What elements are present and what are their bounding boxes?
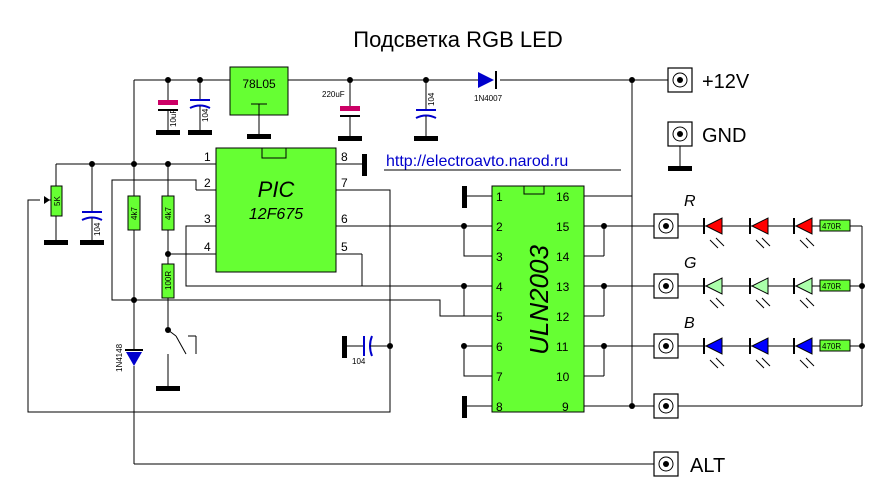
pic-pin-1: 1 <box>204 150 211 164</box>
uln-pin-5: 5 <box>496 310 503 324</box>
pic-pin-5: 5 <box>341 240 348 254</box>
uln-pin-13: 13 <box>556 280 570 294</box>
uln-pin-11: 11 <box>556 340 569 354</box>
pic-pin-6: 6 <box>341 212 348 226</box>
pic-12f675: PIC 12F675 1 2 3 4 5 6 7 8 <box>196 147 367 273</box>
site-url[interactable]: http://electroavto.narod.ru <box>386 153 568 170</box>
terminal-gnd[interactable]: GND <box>667 121 746 171</box>
pic-label-1: PIC <box>258 177 295 202</box>
uln-pin-8: 8 <box>496 400 503 414</box>
led-common <box>653 226 865 419</box>
res-4k7-1-label: 4k7 <box>130 207 139 220</box>
cap-104-b: 104 <box>414 80 438 141</box>
diode-1n4148-label: 1N4148 <box>115 343 124 372</box>
regulator-label: 78L05 <box>242 77 276 91</box>
cap-104-b-label: 104 <box>427 92 436 106</box>
cap-10uf: 10uF <box>156 80 180 135</box>
cap-220uf-label: 220uF <box>322 90 345 99</box>
uln-pin-15: 15 <box>556 220 570 234</box>
uln-pin-16: 16 <box>556 190 570 204</box>
uln-pin-3: 3 <box>496 250 503 264</box>
pic-pin-4: 4 <box>204 240 211 254</box>
channel-r: R 470R <box>653 193 862 239</box>
terminal-plus12v[interactable]: +12V <box>667 67 750 93</box>
pot-label: 5K <box>53 196 62 206</box>
channel-g: G 470R <box>653 255 862 299</box>
terminal-alt-label: ALT <box>690 455 725 477</box>
res-r-label: 470R <box>822 222 841 231</box>
uln-pin-1: 1 <box>496 190 503 204</box>
pic-pin-8: 8 <box>341 150 348 164</box>
led-arrows <box>709 237 815 369</box>
regulator-78l05: 78L05 <box>229 66 289 139</box>
supply-rail <box>133 77 668 340</box>
pic-label-2: 12F675 <box>249 206 303 223</box>
terminal-plus12v-label: +12V <box>702 71 750 93</box>
page-title: Подсветка RGB LED <box>353 27 562 52</box>
uln-pin-4: 4 <box>496 280 503 294</box>
diode-1n4007: 1N4007 <box>474 71 503 103</box>
uln-pin-12: 12 <box>556 310 570 324</box>
uln-label: ULN2003 <box>524 245 554 355</box>
channel-g-label: G <box>684 255 696 272</box>
channel-b: B 470R <box>653 315 862 359</box>
pic-pin-3: 3 <box>204 212 211 226</box>
channel-r-label: R <box>684 193 696 210</box>
res-100r-label: 100R <box>164 271 173 290</box>
pic-pin-2: 2 <box>204 176 211 190</box>
pic-pin-7: 7 <box>341 176 348 190</box>
uln-pin-2: 2 <box>496 220 503 234</box>
cap-10uf-label: 10uF <box>169 109 178 127</box>
res-g-label: 470R <box>822 282 841 291</box>
uln-pin-6: 6 <box>496 340 503 354</box>
uln-pin-10: 10 <box>556 370 570 384</box>
cap-104-c-label: 104 <box>93 222 102 236</box>
res-4k7-2-label: 4k7 <box>164 207 173 220</box>
cap-104-a-label: 104 <box>201 108 210 122</box>
cap-104-a: 104 <box>188 80 212 135</box>
pic-left-wiring: 5K 104 4k7 4k7 100R <box>27 161 654 465</box>
channel-b-label: B <box>684 315 695 332</box>
terminal-gnd-label: GND <box>702 125 746 147</box>
uln-pin-14: 14 <box>556 250 570 264</box>
uln2003: ULN2003 1 2 3 4 5 6 7 8 9 10 <box>461 185 654 418</box>
cap-104-d-label: 104 <box>352 357 366 366</box>
diode-1n4007-label: 1N4007 <box>474 94 503 103</box>
terminal-alt[interactable]: ALT <box>653 451 725 477</box>
pic-right-wiring: 104 <box>342 189 470 366</box>
uln-pin-7: 7 <box>496 370 503 384</box>
uln-pin-9: 9 <box>562 400 569 414</box>
cap-220uf: 220uF <box>322 80 362 141</box>
res-b-label: 470R <box>822 342 841 351</box>
